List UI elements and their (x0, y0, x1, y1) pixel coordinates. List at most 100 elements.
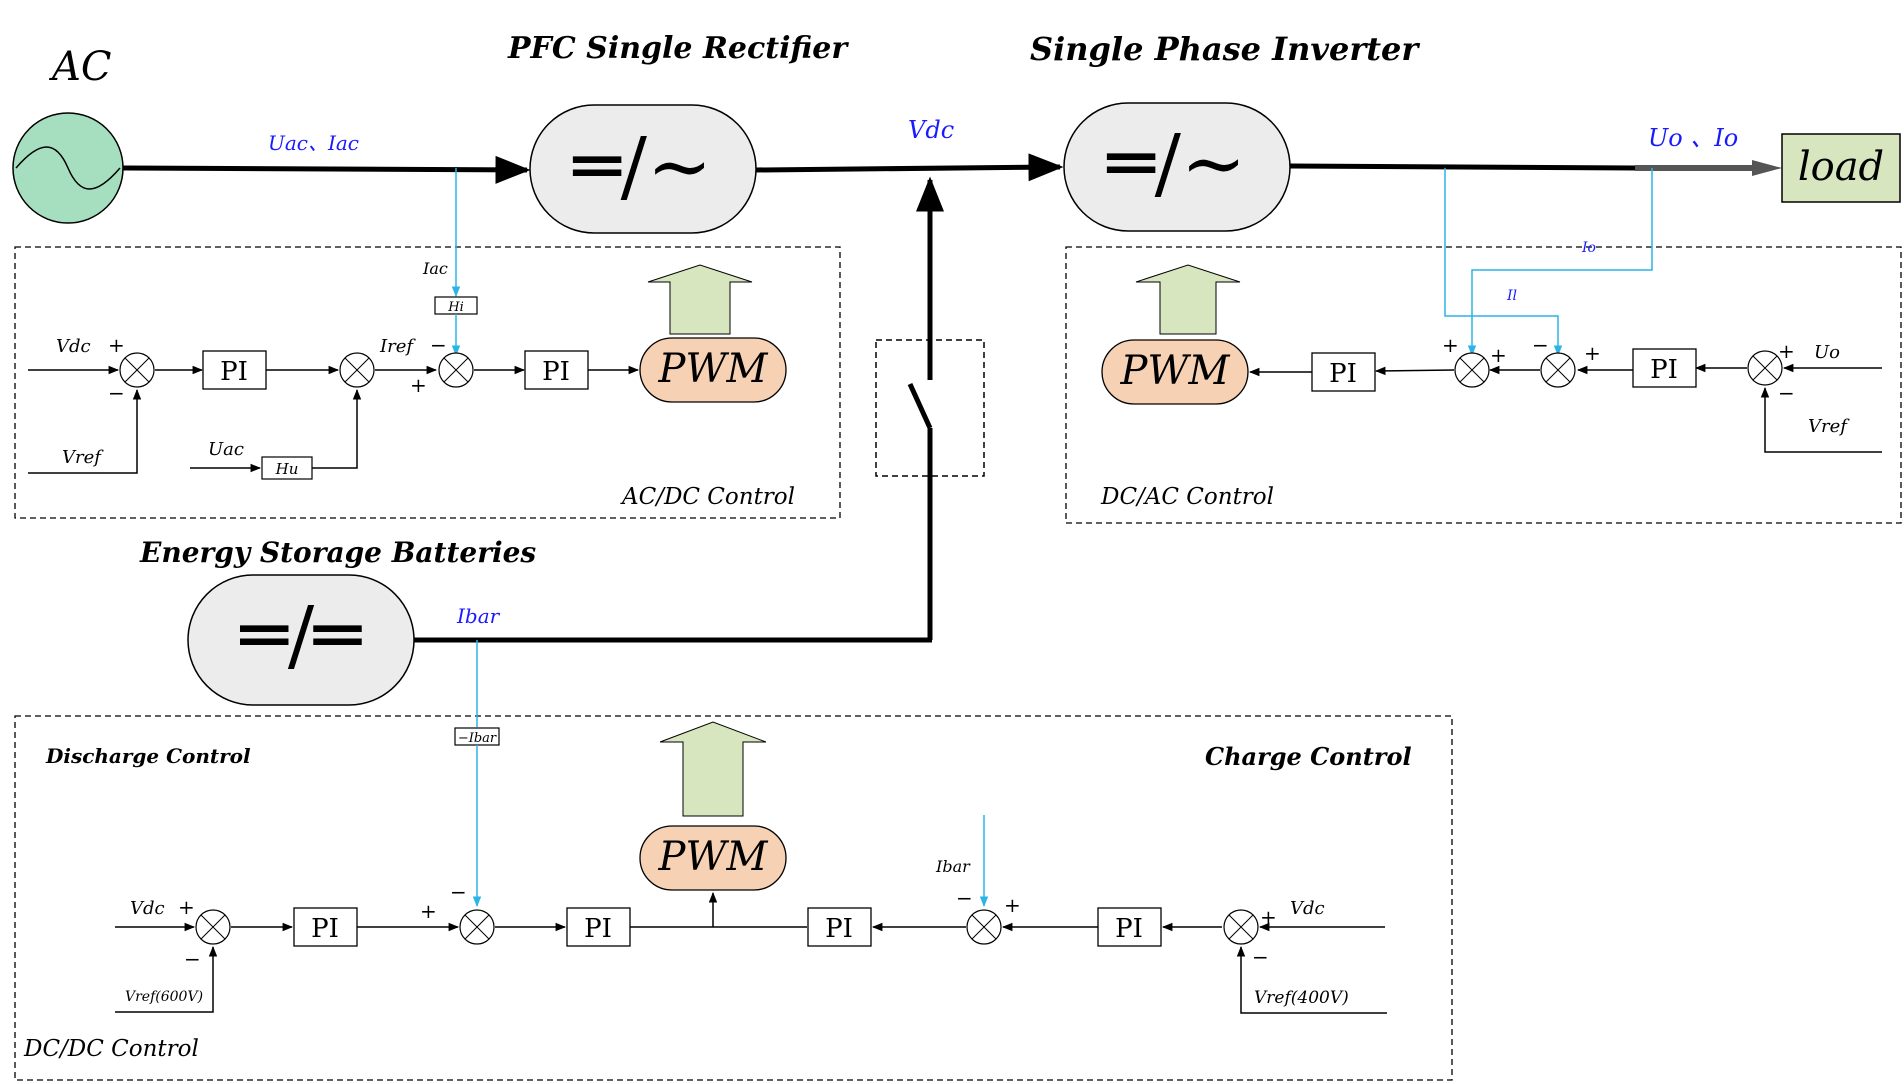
load-label: load (1798, 144, 1884, 190)
hu-label: Hu (275, 460, 299, 478)
dcdc-pi-3: PI (807, 907, 872, 947)
svg-text:+: + (108, 333, 125, 357)
svg-text:+: + (1442, 333, 1459, 357)
acdc-vdc-label: Vdc (56, 336, 91, 357)
acdc-iref-label: Iref (379, 336, 416, 357)
switch-box (875, 339, 985, 477)
svg-text:−: − (184, 947, 201, 971)
rectifier-block: ═/∼ (529, 104, 757, 234)
il-sense-line (1444, 168, 1563, 357)
acdc-sum-2 (438, 352, 474, 388)
il-sense-label: Il (1506, 288, 1517, 304)
dcac-pwm: PWM (1101, 339, 1249, 405)
inverter-block: ═/∼ (1063, 102, 1291, 232)
vref600-label: Vref(600V) (125, 989, 203, 1005)
neg-ibar-label: −Ibar (458, 731, 497, 746)
svg-text:+: + (410, 373, 427, 397)
dcac-pi-1: PI (1632, 348, 1697, 388)
acdc-pwm: PWM (639, 337, 787, 403)
dcdc-pi-4: PI (1097, 907, 1162, 947)
svg-text:−: − (956, 886, 973, 910)
rectifier-title: PFC Single Rectifier (507, 31, 849, 66)
batteries-title: Energy Storage Batteries (139, 536, 536, 569)
dcac-pwm-arrow (1135, 264, 1241, 335)
dcdc-pi-2: PI (566, 907, 631, 947)
io-sense-label: Io (1581, 240, 1596, 256)
svg-text:+: + (1004, 893, 1021, 917)
svg-text:PI: PI (542, 357, 570, 387)
dcdc-pwm: PWM (639, 825, 787, 891)
uo-io-label: Uo 、Io (1648, 124, 1738, 152)
svg-text:−: − (1778, 381, 1795, 405)
ac-power-line (122, 155, 531, 184)
svg-text:PI: PI (1650, 355, 1678, 385)
svg-text:PI: PI (1329, 359, 1357, 389)
acdc-vref-label: Vref (62, 447, 104, 468)
vref400-label: Vref(400V) (1254, 988, 1349, 1008)
dcdc-vdc-left-label: Vdc (130, 898, 165, 919)
load-arrowhead (1752, 160, 1782, 176)
dcac-sum-3 (1454, 352, 1490, 388)
acdc-pwm-arrow (647, 264, 753, 335)
iac-label: Iac (422, 259, 448, 278)
dcdc-control-label: DC/DC Control (23, 1036, 199, 1062)
svg-text:PWM: PWM (1120, 348, 1231, 394)
svg-text:+: + (1584, 341, 1601, 365)
svg-text:−: − (430, 333, 447, 357)
battery-switch-path (412, 176, 985, 643)
acdc-control-label: AC/DC Control (620, 484, 795, 510)
dcdc-pwm-arrow (659, 721, 767, 817)
dcdc-sum-4 (1223, 909, 1259, 945)
charge-control-label: Charge Control (1205, 742, 1412, 771)
svg-text:−: − (450, 880, 467, 904)
svg-text:+: + (420, 899, 437, 923)
ac-title: AC (48, 44, 112, 90)
dcdc-symbol: ═/═ (240, 591, 362, 681)
svg-text:+: + (1260, 905, 1277, 929)
dcac-sum-1 (1747, 350, 1783, 386)
svg-text:PI: PI (220, 357, 248, 387)
dcac-sum-2 (1540, 352, 1576, 388)
acdc-pi-2: PI (524, 350, 589, 390)
dcac-pi-2: PI (1311, 352, 1376, 392)
svg-text:PWM: PWM (658, 346, 769, 392)
svg-text:PI: PI (1115, 914, 1143, 944)
dcac-control-label: DC/AC Control (1100, 484, 1274, 510)
dcdc-vdc-right-label: Vdc (1290, 898, 1325, 919)
dcdc-pi-1: PI (293, 907, 358, 947)
ac-source (12, 112, 124, 224)
vdc-bus-label: Vdc (908, 116, 954, 144)
svg-text:PWM: PWM (658, 834, 769, 880)
svg-text:−: − (1532, 333, 1549, 357)
dcac-control-box (1065, 246, 1902, 524)
dcdc-sum-3 (966, 909, 1002, 945)
dcdc-control-box (14, 715, 1453, 1081)
load-block: load (1781, 133, 1901, 203)
svg-text:−: − (1252, 945, 1269, 969)
hi-label: Hi (447, 300, 464, 315)
rectifier-symbol: ═/∼ (573, 122, 713, 212)
acdc-sum-1 (119, 352, 155, 388)
svg-text:+: + (178, 895, 195, 919)
svg-text:PI: PI (584, 914, 612, 944)
acdc-uac-label: Uac (208, 439, 244, 460)
acdc-pi-1: PI (202, 350, 267, 390)
acdc-multiplier (339, 352, 375, 388)
inverter-symbol: ═/∼ (1107, 119, 1247, 209)
io-sense-line (1467, 168, 1653, 357)
inverter-title: Single Phase Inverter (1030, 30, 1420, 68)
dcac-vref-label: Vref (1808, 416, 1850, 437)
ibar-label: Ibar (456, 604, 501, 628)
acdc-control-box (14, 246, 841, 519)
svg-text:+: + (1490, 343, 1507, 367)
ibar-charge-label: Ibar (935, 857, 971, 876)
svg-text:−: − (108, 381, 125, 405)
dcdc-sum-1 (195, 909, 231, 945)
dcac-uo-label: Uo (1814, 342, 1840, 363)
svg-text:PI: PI (825, 914, 853, 944)
svg-text:+: + (1778, 339, 1795, 363)
svg-text:PI: PI (311, 914, 339, 944)
dc-bus-line (755, 153, 1064, 182)
dcdc-block: ═/═ (187, 574, 415, 706)
